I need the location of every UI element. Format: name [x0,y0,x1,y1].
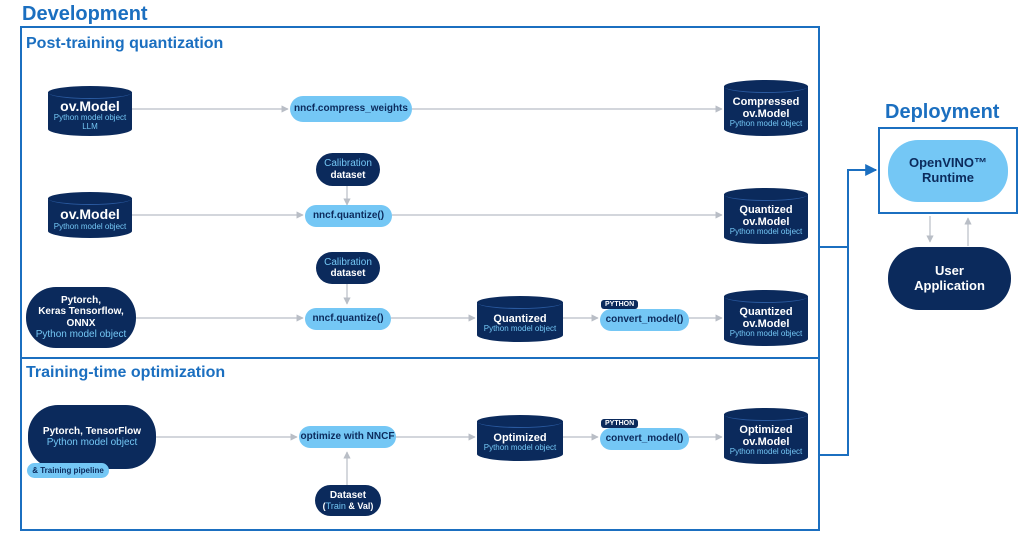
training-sub: Python model object [46,437,138,448]
user-application-node: User Application [888,247,1011,310]
dataset-train: Train [325,501,346,512]
optimized-ovmodel-cylinder: Optimized ov.Model Python model object [724,408,808,464]
calib1-line1: Calibration [324,158,372,169]
development-title: Development [22,3,148,25]
ovmodel-llm-sub2: LLM [82,122,98,132]
quantized-python-cylinder: Quantized Python model object [477,296,563,342]
runtime-line1: OpenVINO™ [908,155,987,171]
python-tag-2: PYTHON [601,419,639,428]
tto-frame [20,357,820,531]
quantized2-line2: ov.Model [742,318,790,331]
quantized1-line1: Quantized [739,204,793,216]
compressed-line1: Compressed [732,96,800,108]
quantized1-line2: ov.Model [742,216,790,229]
compressed-line2: ov.Model [742,108,790,121]
optimized-sub: Python model object [729,447,803,457]
app-line1: User [935,262,964,278]
calib2-line1: Calibration [324,256,372,268]
ovmodel-cylinder: ov.Model Python model object [48,192,132,238]
compressed-sub: Python model object [729,119,803,129]
arrow-dev-to-deploy-top [820,164,878,248]
training-source-node: Pytorch, TensorFlow Python model object [28,405,156,469]
quantized-py-title: Quantized [493,313,547,326]
ovmodel-llm-cylinder: ov.Model Python model object LLM [48,86,132,136]
optimized-py-title: Optimized [493,432,547,445]
convert-model-node-1: convert_model() [600,309,689,331]
dataset-paren-open: ( [322,501,326,512]
calibration-dataset-node-1: Calibration dataset [316,153,380,186]
framework-sub: Python model object [35,329,127,340]
quantized2-line1: Quantized [739,306,793,318]
optimized-line2: ov.Model [742,436,790,449]
calib2-line2: dataset [330,268,366,279]
openvino-runtime-node: OpenVINO™ Runtime [888,140,1008,202]
quantized-ovmodel-cylinder-2: Quantized ov.Model Python model object [724,290,808,346]
nncf-quantize-node-1: nncf.quantize() [305,205,392,227]
convert-model-node-2: convert_model() [600,428,689,450]
python-tag-1: PYTHON [601,300,639,309]
nncf-quantize-node-2: nncf.quantize() [305,308,391,330]
framework-line3: ONNX [66,317,96,329]
quantized1-sub: Python model object [729,227,803,237]
dataset-node: Dataset (Train & Val) [315,485,381,516]
ovmodel-title: ov.Model [60,206,120,223]
compressed-ovmodel-cylinder: Compressed ov.Model Python model object [724,80,808,136]
dataset-rest: & Val) [345,501,374,512]
dataset-line1: Dataset [329,489,367,501]
compress-weights-node: nncf.compress_weights [290,96,412,122]
app-line2: Application [914,277,985,293]
quantized2-sub: Python model object [729,329,803,339]
framework-source-node: Pytorch, Keras Tensorflow, ONNX Python m… [26,287,136,348]
training-line1: Pytorch, TensorFlow [42,425,142,437]
optimized-python-cylinder: Optimized Python model object [477,415,563,461]
training-pipeline-badge: & Training pipeline [27,463,109,478]
quantized-ovmodel-cylinder-1: Quantized ov.Model Python model object [724,188,808,244]
optimized-line1: Optimized [739,424,793,436]
runtime-line2: Runtime [922,170,974,185]
ptq-frame [20,26,820,359]
optimize-nncf-node: optimize with NNCF [299,426,396,448]
framework-line2: Keras Tensorflow, [38,306,124,317]
ptq-title: Post-training quantization [26,35,224,52]
calib1-line2: dataset [330,169,366,181]
ovmodel-llm-title: ov.Model [60,98,120,114]
arrow-dev-to-deploy-bottom [820,247,849,456]
quantized-py-sub: Python model object [483,324,557,334]
deployment-frame [878,127,1018,214]
deployment-title: Deployment [885,101,1000,123]
ovmodel-sub: Python model object [53,221,127,231]
calibration-dataset-node-2: Calibration dataset [316,252,380,284]
framework-line1: Pytorch, [60,294,101,306]
optimized-py-sub: Python model object [483,443,557,453]
ovmodel-llm-sub1: Python model object [53,113,127,123]
tto-title: Training-time optimization [26,364,226,381]
